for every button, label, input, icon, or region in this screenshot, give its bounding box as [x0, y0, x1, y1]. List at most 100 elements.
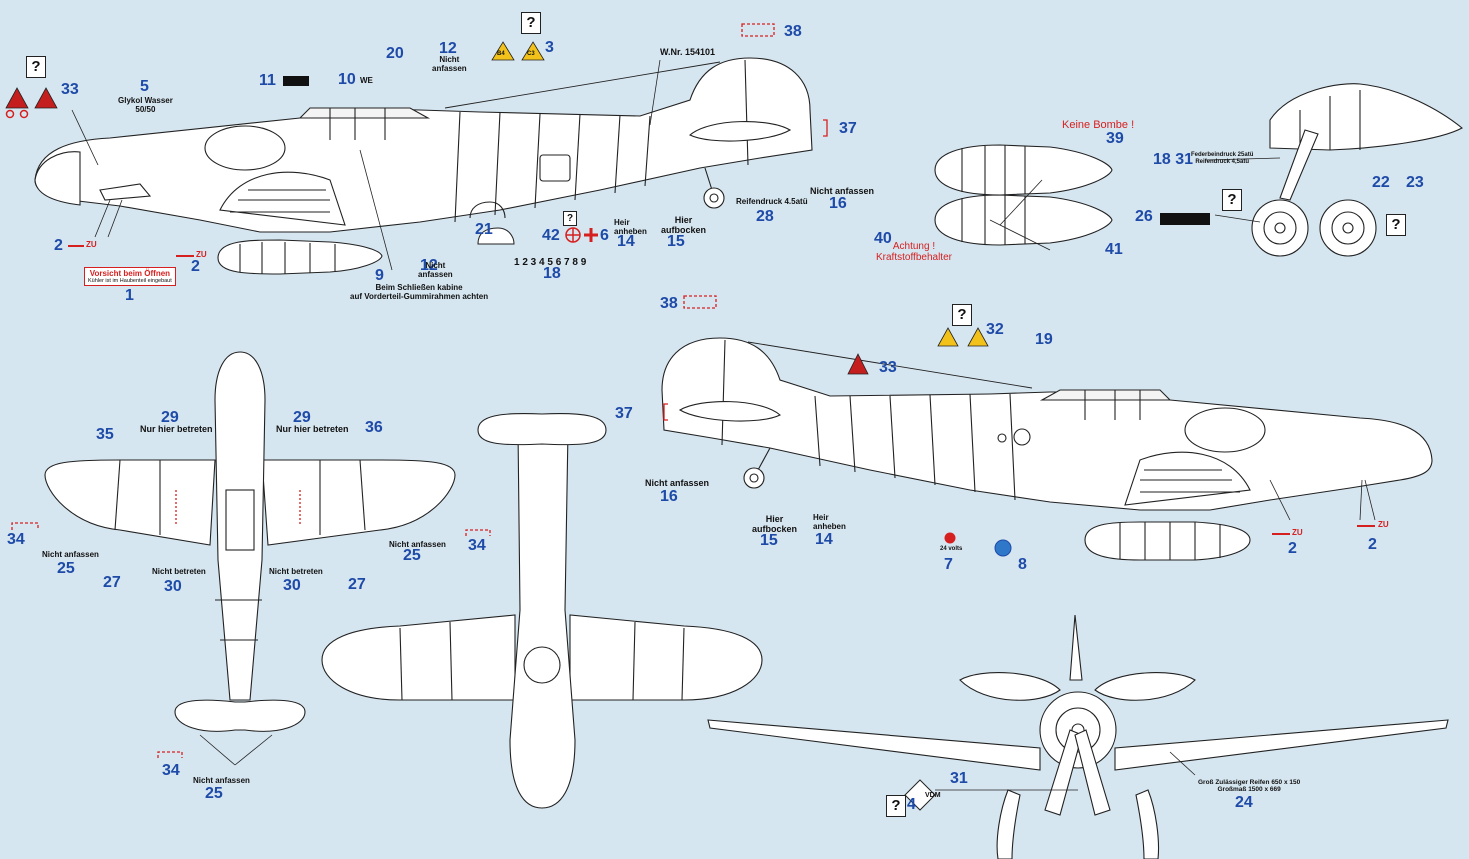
question-box: ?: [521, 12, 541, 34]
callout-34: 34: [7, 531, 25, 548]
callout-14: 14: [815, 531, 833, 548]
label-nicht-betreten: Nicht betreten: [269, 567, 323, 576]
callout-10: 10: [338, 71, 356, 88]
callout-36: 36: [365, 419, 383, 436]
vorsicht-placard: Vorsicht beim Öffnen Kühler ist im Haube…: [84, 267, 176, 286]
callout-4: 4: [907, 796, 916, 813]
callout-29: 29: [161, 409, 179, 426]
callout-30: 30: [164, 578, 182, 595]
label-nur-hier-betreten: Nur hier betreten: [276, 424, 349, 434]
label-nicht-anfassen: Nicht anfassen: [42, 550, 99, 559]
top-view: [44, 351, 456, 732]
label-nicht-anfassen: Nicht anfassen: [645, 478, 710, 488]
bottom-view: [321, 413, 763, 809]
black-data-plate: [1160, 213, 1210, 225]
callout-40: 40: [874, 230, 892, 247]
callout-34: 34: [162, 762, 180, 779]
side-view-right-profile: [661, 337, 1433, 561]
label-reifendruck: Reifendruck 4.5atü: [736, 197, 808, 206]
callout-19: 19: [1035, 331, 1053, 348]
zu-mark: ZU: [196, 250, 207, 259]
callout-35: 35: [96, 426, 114, 443]
callout-25: 25: [403, 547, 421, 564]
zu-line: [176, 255, 194, 257]
callout-29: 29: [293, 409, 311, 426]
callout-1: 1: [125, 287, 134, 304]
drop-tank-lower: [934, 194, 1113, 246]
label-werknummer: W.Nr. 154101: [660, 47, 716, 57]
callout-33: 33: [879, 359, 897, 376]
question-box: ?: [886, 795, 906, 817]
label-c3-triangle: C3: [527, 51, 535, 57]
label-keine-bombe: Keine Bombe !: [1062, 119, 1135, 131]
callout-8: 8: [1018, 556, 1027, 573]
callout-26: 26: [1135, 208, 1153, 225]
callout-7: 7: [944, 556, 953, 573]
label-nicht-anfassen: Nicht anfassen: [810, 186, 875, 196]
callout-42: 42: [542, 227, 560, 244]
zu-mark: ZU: [86, 240, 97, 249]
callout-25: 25: [57, 560, 75, 577]
callout-16: 16: [660, 488, 678, 505]
callout-14: 14: [617, 233, 635, 250]
callout-18: 18: [543, 265, 561, 282]
question-box: ?: [1386, 214, 1406, 236]
callout-23: 23: [1406, 174, 1424, 191]
callout-33: 33: [61, 81, 79, 98]
side-view-left-profile: [34, 57, 813, 275]
callout-27: 27: [348, 576, 366, 593]
callout-5: 5: [140, 78, 149, 95]
label-vdm: VDM: [925, 792, 941, 799]
label-we: WE: [360, 76, 373, 85]
callout-41: 41: [1105, 241, 1123, 258]
callout-2: 2: [191, 258, 200, 275]
zu-mark: ZU: [1378, 520, 1389, 529]
callout-38: 38: [784, 23, 802, 40]
question-box: ?: [26, 56, 46, 78]
label-digits: 1 2 3 4 5 6 7 8 9: [514, 257, 587, 268]
callout-20: 20: [386, 45, 404, 62]
callout-24: 24: [1235, 794, 1253, 811]
label-nicht-anfassen: Nicht anfassen: [389, 540, 446, 549]
label-achtung: Achtung !Kraftstoffbehalter: [876, 241, 952, 263]
callout-32: 32: [986, 321, 1004, 338]
callout-11: 11: [259, 72, 276, 89]
callout-34: 34: [468, 537, 486, 554]
callout-2: 2: [1368, 536, 1377, 553]
callout-37: 37: [839, 120, 857, 137]
zu-mark: ZU: [1292, 528, 1303, 537]
label-24-volts: 24 volts: [940, 546, 963, 552]
label-b4-triangle: B4: [497, 51, 505, 57]
callout-18-31: 18 31: [1153, 151, 1194, 168]
callout-22: 22: [1372, 174, 1390, 191]
question-box: ?: [563, 211, 577, 226]
front-view: [707, 614, 1449, 859]
callout-3: 3: [545, 39, 554, 56]
callout-12: 12: [439, 40, 457, 57]
callout-30: 30: [283, 577, 301, 594]
callout-38: 38: [660, 295, 678, 312]
callout-39: 39: [1106, 130, 1124, 147]
callout-25: 25: [205, 785, 223, 802]
question-box: ?: [1222, 189, 1242, 211]
callout-16: 16: [829, 195, 847, 212]
zu-line: [1272, 533, 1290, 535]
black-data-plate: [283, 76, 309, 86]
callout-2: 2: [1288, 540, 1297, 557]
label-nur-hier-betreten: Nur hier betreten: [140, 424, 213, 434]
landing-gear-detail: [1251, 83, 1463, 257]
callout-21: 21: [475, 221, 493, 238]
zu-line: [68, 245, 84, 247]
callout-28: 28: [756, 208, 774, 225]
question-box: ?: [952, 304, 972, 326]
callout-12: 12: [420, 257, 438, 274]
